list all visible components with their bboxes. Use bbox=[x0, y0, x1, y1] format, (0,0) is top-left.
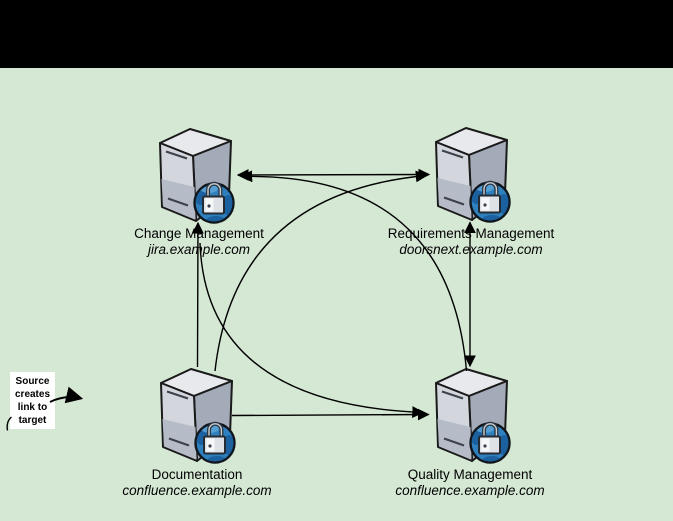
node-title: Requirements Management bbox=[387, 226, 555, 241]
legend-line: link to bbox=[17, 401, 48, 413]
node-title: Documentation bbox=[151, 467, 243, 482]
node-title: Quality Management bbox=[407, 467, 533, 482]
node-label-requirements-management: Requirements Management doorsnext.exampl… bbox=[388, 226, 555, 258]
node-title: Change Management bbox=[134, 226, 264, 241]
legend-note: Source creates link to target bbox=[10, 372, 55, 429]
node-host: jira.example.com bbox=[147, 242, 251, 257]
top-black-bar bbox=[0, 0, 673, 68]
node-host: doorsnext.example.com bbox=[399, 242, 543, 257]
node-label-change-management: Change Management jira.example.com bbox=[134, 226, 264, 258]
legend-line: creates bbox=[14, 388, 51, 400]
node-host: confluence.example.com bbox=[395, 483, 545, 498]
node-label-documentation: Documentation confluence.example.com bbox=[122, 467, 271, 499]
diagram-canvas bbox=[0, 68, 673, 521]
node-host: confluence.example.com bbox=[122, 483, 272, 498]
node-label-quality-management: Quality Management confluence.example.co… bbox=[395, 467, 544, 499]
legend-line: Source bbox=[15, 375, 50, 387]
legend-line: target bbox=[18, 414, 47, 426]
